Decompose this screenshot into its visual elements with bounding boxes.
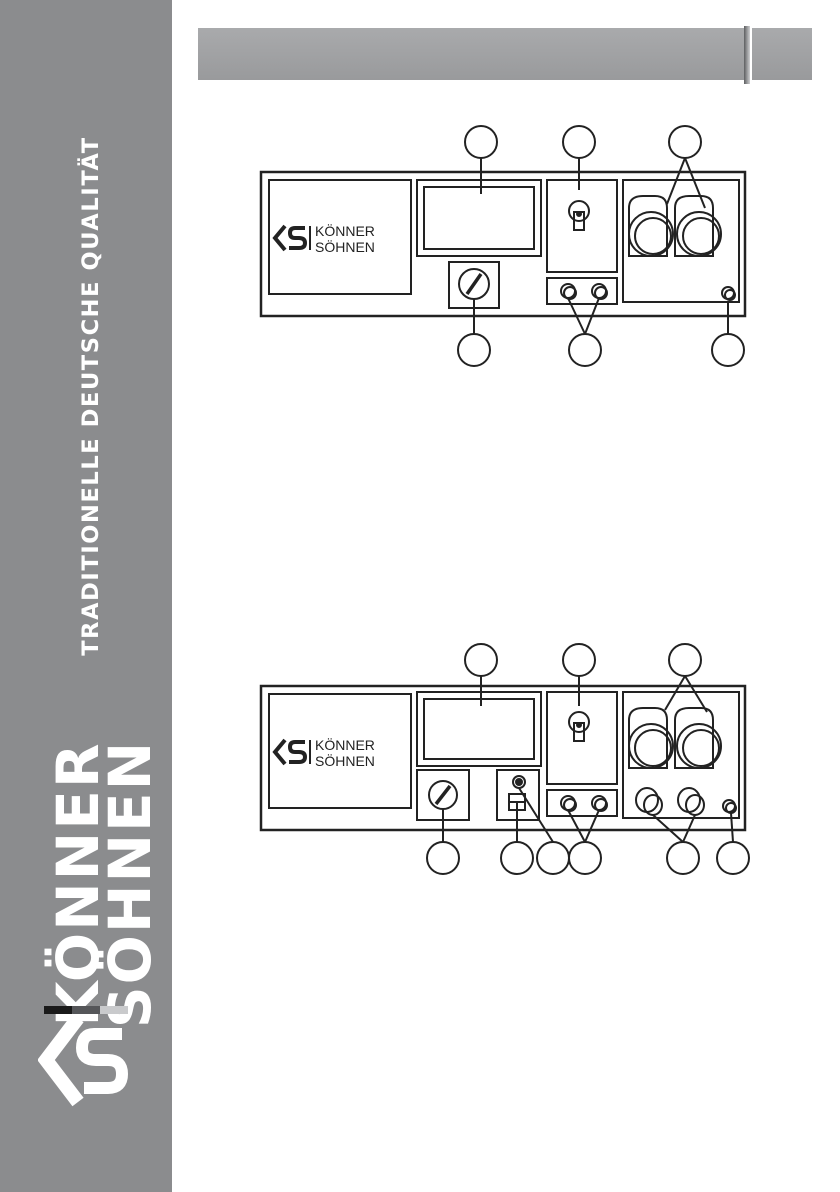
callout-top-3: [669, 126, 701, 158]
callout-bottom-3: [712, 334, 744, 366]
callout-bottom-1: [427, 842, 459, 874]
callout-bottom-5: [667, 842, 699, 874]
callout-top-1: [465, 126, 497, 158]
callout-bottom-4: [569, 842, 601, 874]
callout-top-3: [669, 644, 701, 676]
breaker-box: [547, 180, 617, 272]
callout-top-2: [563, 126, 595, 158]
sidebar-brand-line-2: SÖHNEN: [101, 740, 159, 1028]
page-number-box: [752, 28, 812, 80]
control-panel-diagram-2: KÖNNER SÖHNEN: [255, 640, 755, 888]
panel-logo-line-2: SÖHNEN: [315, 238, 375, 255]
callout-bottom-6: [717, 842, 749, 874]
panel-logo-line-2: SÖHNEN: [315, 752, 375, 769]
large-terminal-icon-1: [636, 788, 662, 815]
display-meter: [417, 692, 541, 766]
socket-icon-1: [629, 196, 673, 256]
sidebar-tagline: TRADITIONELLE DEUTSCHE QUALITÄT: [78, 136, 104, 656]
socket-icon-1: [629, 708, 673, 768]
callout-bottom-3: [537, 842, 569, 874]
socket-icon-2: [675, 196, 721, 256]
header-bar: [198, 28, 746, 80]
callout-bottom-2: [501, 842, 533, 874]
socket-box: [623, 692, 739, 818]
panel-logo-icon: [275, 740, 310, 764]
panel-logo-line-1: KÖNNER: [315, 222, 375, 239]
callout-top-1: [465, 644, 497, 676]
callout-bottom-1: [458, 334, 490, 366]
display-meter: [417, 180, 541, 256]
panel-logo-line-1: KÖNNER: [315, 736, 375, 753]
callout-top-2: [563, 644, 595, 676]
sidebar: TRADITIONELLE DEUTSCHE QUALITÄT KÖNNER S…: [0, 0, 172, 1192]
control-panel-diagram-1: KÖNNER SÖHNEN: [255, 122, 755, 370]
panel-logo-icon: [275, 226, 310, 250]
large-terminal-icon-2: [678, 788, 704, 815]
breaker-box: [547, 692, 617, 784]
socket-icon-2: [675, 708, 721, 768]
ks-logo-icon: [38, 1012, 130, 1108]
callout-bottom-2: [569, 334, 601, 366]
header-separator: [744, 26, 750, 84]
